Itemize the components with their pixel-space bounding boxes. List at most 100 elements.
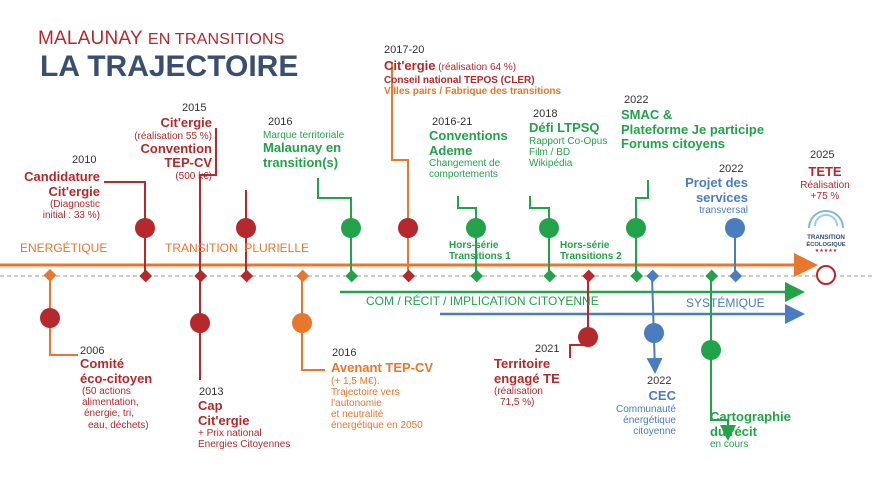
event-2015-l1: Cit'ergie (160, 115, 213, 130)
event-2018-l2: Rapport Co-Opus (529, 135, 608, 147)
event-2022c-l3: énergétique (623, 414, 676, 426)
event-2022b-l2: services (695, 189, 748, 205)
event-2022c-l2: Communauté (615, 403, 676, 415)
event-2006-l4: alimentation, (82, 397, 139, 409)
year-2025: 2025 (810, 149, 835, 161)
event-2025: TETE Réalisation +75 % (794, 164, 856, 202)
hs1-l1: Hors-série (449, 240, 499, 251)
year-2015: 2015 (182, 102, 207, 114)
event-2010-l1: Candidature (24, 169, 100, 184)
event-2013-l3: + Prix national (198, 428, 262, 440)
event-2016c-l6: énergétique en 2050 (331, 420, 423, 432)
event-2017-l2: Conseil national TEPOS (CLER) (384, 74, 535, 86)
connector-2015 (199, 128, 217, 276)
event-2022b-l3: transversal (699, 205, 748, 217)
event-2006: Comité éco-citoyen (50 actions alimentat… (80, 356, 153, 431)
event-2022d-l3: en cours (710, 439, 749, 451)
connector-2018 (529, 196, 550, 276)
event-2016c: Avenant TEP-CV (+ 1,5 M€). Trajectoire v… (331, 360, 434, 432)
event-2016c-l5: et neutralité (331, 409, 384, 421)
event-2022d: Cartographie du récit en cours (710, 409, 791, 451)
connector-2016b (457, 196, 477, 276)
title-main: MALAUNAY (38, 28, 143, 49)
event-2022a-l1: SMAC & (621, 107, 673, 122)
event-2016a-l2: Malaunay en (263, 140, 342, 156)
event-2016a-l1: Marque territoriale (263, 130, 345, 141)
event-2021-l4: 71,5 %) (500, 397, 535, 409)
axis-label-systemique: SYSTÉMIQUE (686, 296, 765, 310)
event-2010-l3: (Diagnostic (49, 199, 100, 211)
event-2006-l3: (50 actions (82, 386, 131, 398)
event-2006-l2: éco-citoyen (80, 370, 153, 386)
hs1-l2: Transitions 1 (449, 251, 511, 263)
year-2016a: 2016 (268, 116, 293, 128)
event-2016c-l1: Avenant TEP-CV (331, 360, 434, 375)
hs-transitions-1: Hors-série Transitions 1 (449, 240, 511, 262)
axis-label-com: COM / RÉCIT / IMPLICATION CITOYENNE (366, 294, 599, 308)
dot-2016a (341, 218, 361, 238)
event-2016c-l3: Trajectoire vers (331, 386, 400, 398)
event-2021-l3: (réalisation (494, 386, 543, 398)
event-2018-l4: Wikipédia (529, 157, 573, 169)
transition-ecologique-logo: TRANSITION ÉCOLOGIQUE ★★★★★ (801, 206, 851, 256)
dot-2021 (578, 327, 598, 347)
dot-2015 (236, 218, 256, 238)
event-2022b-l1: Projet des (685, 175, 748, 190)
event-2015-l3: Convention (140, 140, 213, 156)
dot-2013 (190, 313, 210, 333)
dot-2018 (539, 218, 559, 238)
event-2015-l4: TEP-CV (164, 155, 212, 171)
event-2022d-l2: du récit (710, 423, 757, 439)
connector-2006 (49, 276, 78, 356)
event-2016a: Marque territoriale Malaunay en transiti… (263, 130, 344, 170)
event-2015: Cit'ergie (réalisation 55 %) Convention … (108, 115, 213, 182)
year-2013: 2013 (199, 386, 224, 398)
event-2013: Cap Cit'ergie + Prix national Energies C… (198, 398, 291, 451)
event-2016b-l4: comportements (429, 169, 498, 181)
event-2021: Territoire engagé TE (réalisation 71,5 %… (494, 356, 560, 409)
year-2018: 2018 (533, 108, 558, 120)
dot-2022d (701, 340, 721, 360)
hs-transitions-2: Hors-série Transitions 2 (560, 240, 622, 262)
event-2016b: Conventions Ademe Changement de comporte… (429, 128, 508, 181)
event-2022a-l2: Plateforme Je participe (621, 121, 765, 137)
event-2013-l1: Cap (198, 398, 223, 413)
dot-2022b (725, 218, 745, 238)
page-title: LA TRAJECTOIRE (40, 50, 299, 83)
dot-2016c (292, 313, 312, 333)
year-2022b: 2022 (719, 163, 744, 175)
event-2025-l3: +75 % (810, 190, 840, 202)
dot-2006 (40, 308, 60, 328)
event-2025-l1: TETE (808, 164, 842, 179)
title-top: MALAUNAY EN TRANSITIONS (38, 28, 285, 50)
badge-l2: ÉCOLOGIQUE (806, 240, 845, 248)
end-circle (816, 265, 836, 285)
event-2022a: SMAC & Plateforme Je participe Forums ci… (621, 107, 765, 152)
event-2018-l3: Film / BD (529, 146, 571, 158)
logo-emblem-icon: TRANSITION ÉCOLOGIQUE ★★★★★ (806, 210, 846, 254)
hs2-l1: Hors-série (560, 240, 610, 251)
event-2016b-l1: Conventions (429, 128, 508, 143)
event-2013-l2: Cit'ergie (198, 412, 250, 428)
diamonds (43, 268, 743, 283)
year-2021: 2021 (535, 343, 560, 355)
year-2022a: 2022 (624, 94, 649, 106)
event-2016b-l3: Changement de (429, 158, 501, 170)
svg-text:★★★★★: ★★★★★ (815, 248, 838, 254)
event-2010-l4: initial : 33 %) (42, 210, 100, 222)
axis-label-energetique: ENERGÉTIQUE (20, 241, 108, 255)
event-2018-l1: Défi LTPSQ (529, 120, 600, 135)
event-2021-l2: engagé TE (494, 370, 560, 386)
event-2006-l5: énergie, tri, (84, 408, 135, 420)
year-2017: 2017-20 (384, 44, 425, 56)
event-2017: Cit'ergie (réalisation 64 %) Conseil nat… (384, 57, 561, 97)
event-2016b-l2: Ademe (429, 142, 473, 158)
event-2025-l2: Réalisation (800, 179, 850, 191)
event-2006-l6: eau, déchets) (88, 419, 149, 431)
connector-2016c (301, 276, 325, 371)
connector-2021 (569, 276, 589, 358)
event-2017-l1a: Cit'ergie (384, 58, 436, 73)
hs2-l2: Transitions 2 (560, 251, 622, 263)
event-2013-l4: Energies Citoyennes (198, 439, 291, 451)
